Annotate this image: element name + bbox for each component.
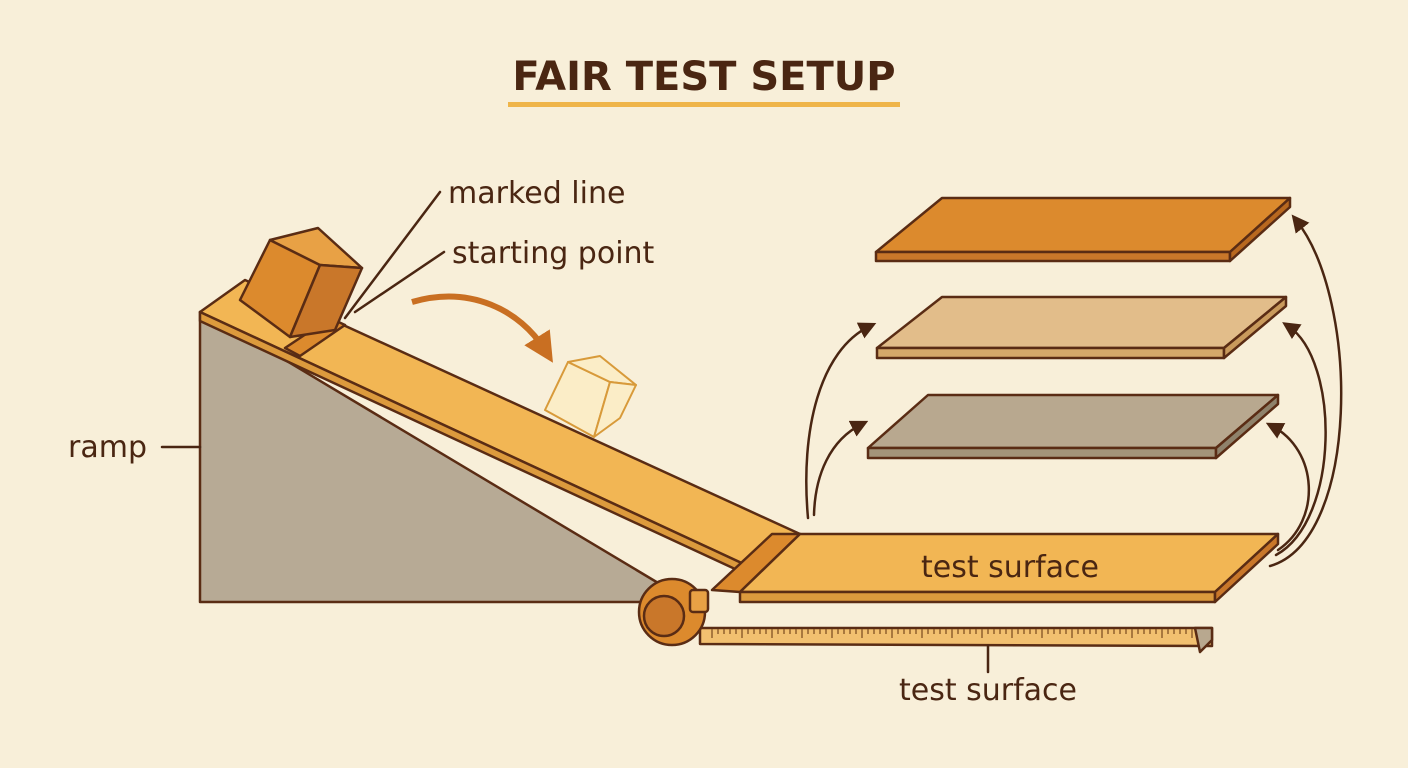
motion-arrow: [411, 293, 553, 363]
label-marked-line: marked line: [448, 176, 625, 211]
surface-orange-board: [874, 196, 1292, 263]
surface-gray-board: [866, 393, 1280, 460]
swap-arrow-left-1: [805, 322, 877, 520]
block-moving: [544, 355, 637, 438]
test-surface-base: [738, 532, 1280, 604]
swap-arrow-left-2: [812, 420, 869, 517]
swap-arrow-right-1: [1268, 214, 1343, 568]
tape-measure: [637, 577, 1214, 654]
label-test-surface-board: test surface: [921, 550, 1099, 585]
surface-tan-board: [875, 295, 1288, 360]
leader-starting-point: [353, 250, 446, 314]
label-test-surface-tape: test surface: [899, 673, 1077, 708]
swap-arrow-right-3: [1265, 422, 1310, 552]
leader-marked-line: [343, 190, 442, 320]
block-start: [238, 226, 364, 339]
label-ramp: ramp: [68, 430, 147, 465]
ramp: [198, 278, 802, 604]
page-title: FAIR TEST SETUP: [512, 54, 895, 100]
label-starting-point: starting point: [452, 236, 655, 271]
swap-arrow-right-2: [1274, 322, 1327, 557]
tape-ticks: [711, 629, 1193, 638]
title-underline: [508, 102, 900, 107]
